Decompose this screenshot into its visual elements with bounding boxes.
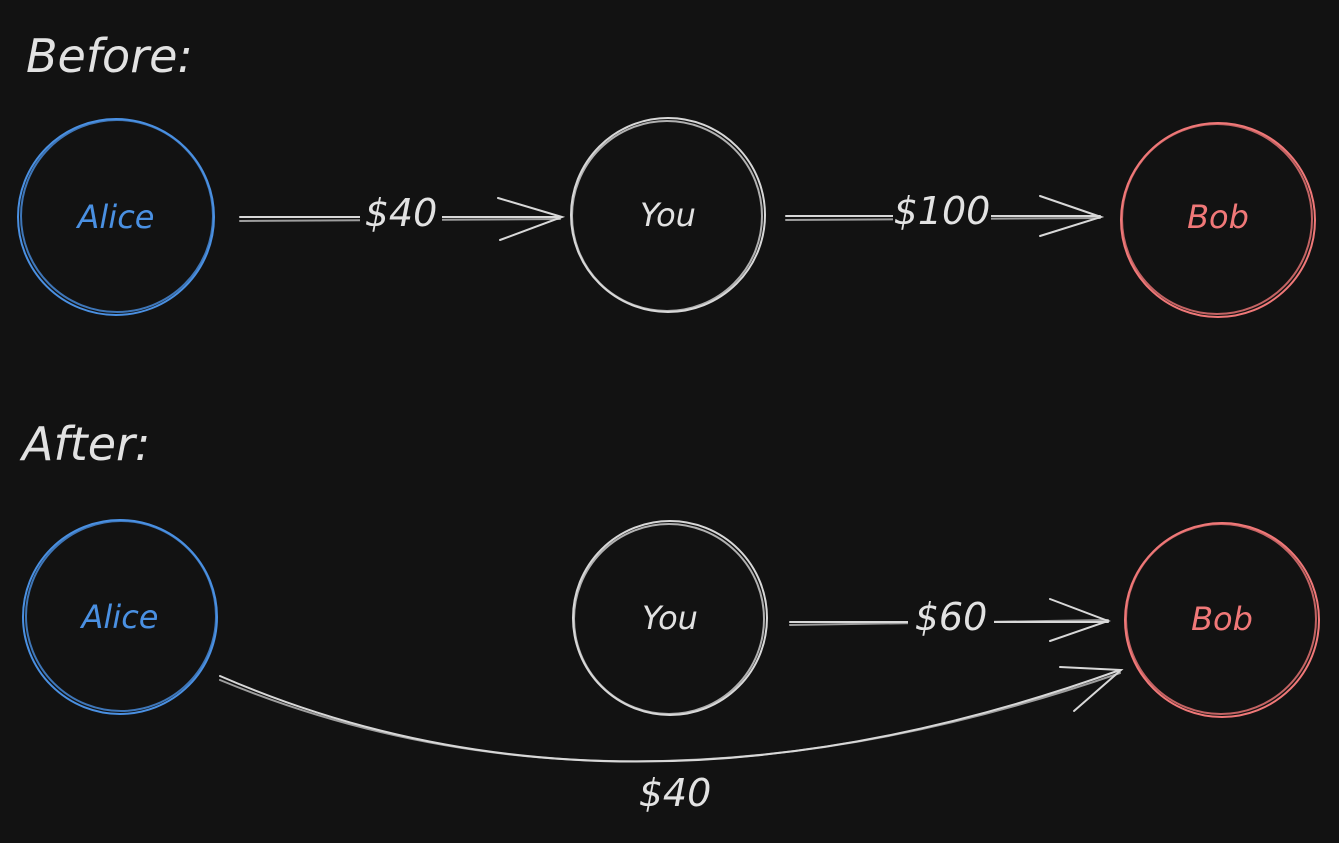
before-edge-alice-you-label: $40 [365, 191, 438, 235]
after-node-alice[interactable]: Alice [22, 519, 218, 715]
before-title: Before: [26, 29, 193, 83]
before-you-label: You [640, 196, 696, 234]
after-edge-you-bob-label: $60 [915, 595, 988, 639]
before-alice-circle [17, 118, 215, 316]
before-node-bob[interactable]: Bob [1120, 122, 1316, 318]
before-bob-label: Bob [1187, 198, 1249, 236]
after-edge-you-bob[interactable]: $60 [789, 595, 1111, 642]
before-alice-label: Alice [76, 198, 155, 236]
after-title: After: [19, 417, 150, 471]
before-edge-you-bob-label: $100 [894, 189, 991, 233]
after-edge-alice-bob[interactable]: $40 [219, 666, 1124, 816]
before-node-alice[interactable]: Alice [17, 118, 215, 316]
before-edge-you-bob[interactable]: $100 [785, 189, 1105, 237]
after-edge-alice-bob-label: $40 [639, 771, 712, 815]
before-bob-circle [1120, 122, 1316, 318]
before-node-you[interactable]: You [570, 117, 766, 313]
after-bob-circle [1124, 522, 1320, 718]
before-you-circle [570, 117, 766, 313]
after-alice-circle [22, 519, 218, 715]
before-edge-alice-you[interactable]: $40 [239, 191, 566, 241]
after-you-circle [572, 520, 768, 716]
after-node-you[interactable]: You [572, 520, 768, 716]
after-node-bob[interactable]: Bob [1124, 522, 1320, 718]
after-alice-label: Alice [80, 598, 159, 636]
after-you-label: You [642, 599, 698, 637]
after-bob-label: Bob [1191, 600, 1253, 638]
